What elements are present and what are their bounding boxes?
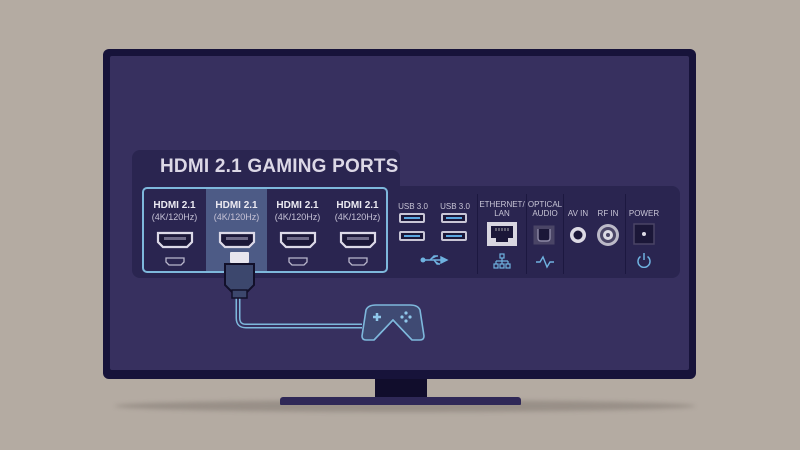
rf-in-label: RF IN xyxy=(597,209,619,218)
divider xyxy=(526,194,527,274)
network-icon xyxy=(493,253,511,269)
power-label: POWER xyxy=(628,209,660,218)
ethernet-label: ETHERNET/LAN xyxy=(478,200,526,218)
tv-stand-neck xyxy=(375,379,427,399)
panel-title: HDMI 2.1 GAMING PORTS xyxy=(160,156,399,177)
port-spec: (4K/120Hz) xyxy=(151,212,198,222)
mini-port-icon xyxy=(165,257,185,266)
optical-label-line2: AUDIO xyxy=(532,209,558,218)
port-spec: (4K/120Hz) xyxy=(213,212,260,222)
usb-port[interactable] xyxy=(399,213,425,223)
ethernet-label-line1: ETHERNET/ xyxy=(479,200,525,209)
divider xyxy=(477,194,478,274)
optical-port[interactable] xyxy=(532,224,556,246)
floor-shadow xyxy=(115,400,695,412)
tv-stand-base xyxy=(280,397,521,405)
port-label: HDMI 2.1 xyxy=(276,200,319,211)
optical-label-line1: OPTICAL xyxy=(527,200,563,209)
port-label: HDMI 2.1 xyxy=(336,200,379,211)
hdmi-port-icon xyxy=(218,231,256,249)
usb-label-2: USB 3.0 xyxy=(440,202,470,211)
ethernet-label-line2: LAN xyxy=(494,209,510,218)
power-icon xyxy=(637,253,651,268)
divider xyxy=(625,194,626,274)
port-spec: (4K/120Hz) xyxy=(274,212,321,222)
av-in-port[interactable] xyxy=(568,225,588,245)
usb-icon xyxy=(420,255,449,265)
mini-port-icon xyxy=(288,257,308,266)
hdmi-port-1[interactable]: HDMI 2.1 (4K/120Hz) xyxy=(144,189,205,271)
av-in-label: AV IN xyxy=(567,209,589,218)
hdmi-port-icon xyxy=(156,231,194,249)
usb-port[interactable] xyxy=(441,231,467,241)
usb-label-1: USB 3.0 xyxy=(398,202,428,211)
hdmi-port-3[interactable]: HDMI 2.1 (4K/120Hz) xyxy=(267,189,328,271)
rf-in-port[interactable] xyxy=(596,223,620,247)
ethernet-port[interactable] xyxy=(486,221,518,247)
port-spec: (4K/120Hz) xyxy=(334,212,381,222)
port-label: HDMI 2.1 xyxy=(153,200,196,211)
hdmi-port-group: HDMI 2.1 (4K/120Hz) HDMI 2.1 (4K/120Hz) … xyxy=(142,187,388,273)
usb-port[interactable] xyxy=(399,231,425,241)
hdmi-port-icon xyxy=(339,231,377,249)
hdmi-port-icon xyxy=(279,231,317,249)
divider xyxy=(563,194,564,274)
audio-wave-icon xyxy=(536,255,554,269)
mini-port-icon xyxy=(348,257,368,266)
power-port[interactable] xyxy=(633,223,655,245)
game-controller-icon xyxy=(361,304,425,341)
port-label: HDMI 2.1 xyxy=(215,200,258,211)
hdmi-port-4[interactable]: HDMI 2.1 (4K/120Hz) xyxy=(327,189,386,271)
usb-port[interactable] xyxy=(441,213,467,223)
